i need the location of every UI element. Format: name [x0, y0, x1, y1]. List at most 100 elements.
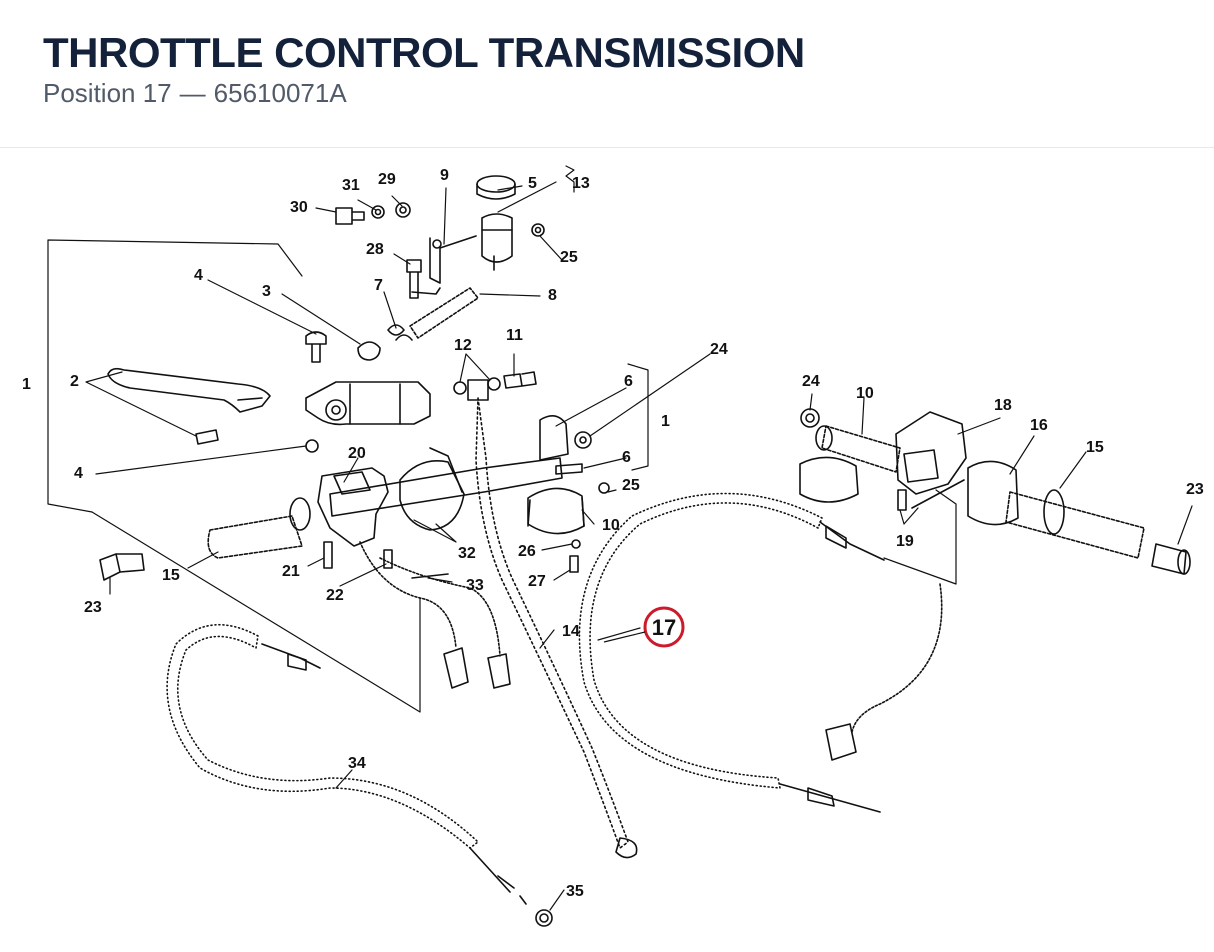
nut-25 — [598, 482, 610, 494]
callout-20: 20 — [348, 445, 366, 462]
callout-3: 3 — [262, 283, 271, 300]
grip-left — [207, 515, 303, 559]
bolt-6 — [555, 463, 583, 475]
page-title: THROTTLE CONTROL TRANSMISSION — [43, 29, 805, 76]
callout-4a: 4 — [194, 267, 203, 284]
callout-14: 14 — [562, 623, 580, 640]
callout-23a: 23 — [84, 599, 102, 616]
callout-6a: 6 — [624, 373, 633, 390]
adjuster-screw — [195, 429, 219, 445]
screw-21 — [323, 541, 333, 569]
callout-24a: 24 — [710, 341, 728, 358]
bolt-28 — [406, 259, 422, 299]
callout-30: 30 — [290, 199, 308, 216]
hose-14 — [475, 397, 629, 849]
part-number: 65610071A — [213, 78, 347, 108]
connector-left — [443, 647, 469, 689]
callout-21: 21 — [282, 563, 300, 580]
callout-27: 27 — [528, 573, 546, 590]
clamp-7 — [387, 324, 413, 341]
screw-27 — [569, 555, 579, 573]
screw-19 — [897, 479, 965, 511]
wiring-right — [851, 583, 943, 733]
hose-8 — [409, 287, 479, 339]
callout-19: 19 — [896, 533, 914, 550]
callout-13: 13 — [572, 175, 590, 192]
callout-28: 28 — [366, 241, 384, 258]
nut-24a — [574, 431, 592, 449]
handlebar — [329, 457, 563, 517]
callout-1a: 1 — [22, 376, 31, 393]
screw-33 — [411, 573, 449, 579]
callout-34: 34 — [348, 755, 366, 772]
reservoir-assembly — [476, 175, 545, 271]
clip-35 — [535, 909, 553, 927]
callout-labels: 1 1 2 3 4 4 5 6 6 7 8 9 10 10 11 12 13 1… — [22, 167, 1204, 900]
throttle-tube-16 — [967, 460, 1019, 526]
callout-25a: 25 — [560, 249, 578, 266]
washer-12a — [453, 381, 467, 395]
callout-9: 9 — [440, 167, 449, 184]
clamp-upper-6 — [539, 415, 569, 461]
callout-12: 12 — [454, 337, 472, 354]
callout-10b: 10 — [856, 385, 874, 402]
connector-right — [487, 653, 511, 689]
bolt-11 — [503, 371, 537, 389]
callout-4b: 4 — [74, 465, 83, 482]
grip-right — [1005, 491, 1145, 559]
wiring-harness — [359, 541, 501, 657]
callout-25b: 25 — [622, 477, 640, 494]
group-bracket-left — [47, 239, 303, 513]
callout-5: 5 — [528, 175, 537, 192]
highlight-ring — [643, 606, 685, 648]
callout-24b: 24 — [802, 373, 820, 390]
callout-15b: 15 — [1086, 439, 1104, 456]
callout-6b: 6 — [622, 449, 631, 466]
callout-22: 22 — [326, 587, 344, 604]
nut-29 — [395, 202, 411, 218]
callout-8: 8 — [548, 287, 557, 304]
bolt-30 — [335, 207, 365, 225]
banjo-fitting — [467, 379, 489, 401]
pivot-pin-4 — [305, 331, 327, 363]
brake-lever — [107, 367, 271, 413]
callout-7: 7 — [374, 277, 383, 294]
screw-22 — [383, 549, 393, 569]
callout-29: 29 — [378, 171, 396, 188]
bar-end-left — [99, 553, 145, 581]
exploded-parts-diagram: 1 1 2 3 4 4 5 6 6 7 8 9 10 10 11 12 13 1… — [22, 165, 1204, 927]
throttle-cable-17 — [578, 492, 823, 789]
nut-4 — [305, 439, 319, 453]
washer-26 — [571, 539, 581, 549]
group-bracket-right — [627, 363, 649, 471]
callout-31: 31 — [342, 177, 360, 194]
throttle-housing-32 — [399, 460, 465, 531]
subtitle: Position 17—65610071A — [43, 78, 347, 109]
callout-17: 17 — [652, 615, 676, 640]
header: THROTTLE CONTROL TRANSMISSION Position 1… — [0, 0, 1214, 148]
throttle-cable-34 — [166, 624, 479, 849]
subtitle-separator: — — [179, 78, 206, 108]
callout-10a: 10 — [602, 517, 620, 534]
bar-end-right — [1151, 543, 1187, 575]
callout-2: 2 — [70, 373, 79, 390]
highlighted-callout-17[interactable]: 17 — [603, 606, 685, 648]
washer-31 — [371, 205, 385, 219]
nut-24b — [800, 408, 820, 428]
callout-26: 26 — [518, 543, 536, 560]
callout-1b: 1 — [661, 413, 670, 430]
callout-32: 32 — [458, 545, 476, 562]
master-cylinder — [305, 381, 431, 426]
position-label: Position 17 — [43, 78, 172, 108]
tube-10 — [821, 425, 901, 473]
callout-23b: 23 — [1186, 481, 1204, 498]
switch-housing — [317, 467, 389, 547]
connector-rh — [825, 723, 857, 761]
reservoir-bracket — [429, 235, 477, 284]
bushing-3 — [357, 341, 381, 361]
callout-33: 33 — [466, 577, 484, 594]
callout-11: 11 — [506, 327, 523, 344]
clamp-lower-10 — [527, 487, 585, 535]
callout-16: 16 — [1030, 417, 1048, 434]
callout-15a: 15 — [162, 567, 180, 584]
